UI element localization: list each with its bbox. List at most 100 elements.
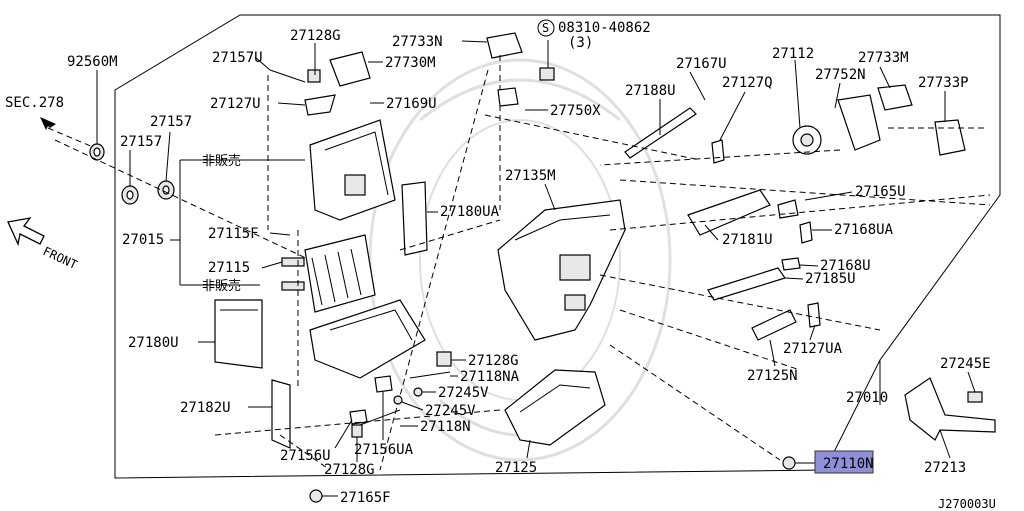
label-27165U[interactable]: 27165U	[855, 184, 906, 200]
special-part-label[interactable]: S 08310-40862 (3)	[537, 19, 651, 51]
label-27245V-b[interactable]: 27245V	[425, 403, 476, 419]
link-27127UA[interactable]	[807, 302, 821, 328]
drawing-code: J270003U	[938, 497, 996, 511]
clip-27128G-bot[interactable]	[351, 424, 363, 438]
assembly-frame	[114, 14, 1001, 479]
rod-27118NA[interactable]	[409, 371, 451, 379]
label-27168UA[interactable]: 27168UA	[834, 222, 894, 238]
label-27127U[interactable]: 27127U	[210, 96, 261, 112]
label-27128G-bot[interactable]: 27128G	[324, 462, 375, 478]
label-27127Q[interactable]: 27127Q	[722, 75, 773, 91]
actuator-27733M[interactable]	[877, 84, 913, 111]
label-27112[interactable]: 27112	[772, 46, 814, 62]
not-for-sale-label-2: 非販売	[202, 278, 241, 294]
label-27188U[interactable]: 27188U	[625, 83, 676, 99]
label-27118N[interactable]: 27118N	[420, 419, 471, 435]
label-27128G-mid[interactable]: 27128G	[468, 353, 519, 369]
assembly-dashlines	[214, 114, 991, 471]
label-92560M[interactable]: 92560M	[67, 54, 118, 70]
lower-heater-case[interactable]	[309, 299, 426, 379]
duct-27213[interactable]	[904, 377, 996, 441]
label-27733N[interactable]: 27733N	[392, 34, 443, 50]
label-27167U[interactable]: 27167U	[676, 56, 727, 72]
not-for-sale-label-1: 非販売	[202, 153, 241, 169]
label-27156U[interactable]: 27156U	[280, 448, 331, 464]
screw-27245E-icon	[967, 391, 983, 403]
label-27752N[interactable]: 27752N	[815, 67, 866, 83]
label-27185U[interactable]: 27185U	[805, 271, 856, 287]
label-27157U[interactable]: 27157U	[212, 50, 263, 66]
label-27157[interactable]: 27157	[150, 114, 192, 130]
filter-27182U[interactable]	[271, 379, 291, 449]
ring-27157-icon	[121, 185, 139, 205]
label-27180U[interactable]: 27180U	[128, 335, 179, 351]
label-27135M[interactable]: 27135M	[505, 168, 556, 184]
leader-lines	[170, 40, 976, 497]
label-27733M[interactable]: 27733M	[858, 50, 909, 66]
label-27182U[interactable]: 27182U	[180, 400, 231, 416]
clip-27165F[interactable]	[309, 489, 323, 503]
label-27157b[interactable]: 27157	[120, 134, 162, 150]
lower-case-27125[interactable]	[504, 369, 606, 446]
lever-27165U[interactable]	[777, 199, 799, 219]
clip-27128G-mid[interactable]	[436, 351, 452, 367]
label-27750X[interactable]: 27750X	[550, 103, 601, 119]
actuator-27733P[interactable]	[934, 119, 966, 156]
label-27213[interactable]: 27213	[924, 460, 966, 476]
bolt-08310-icon	[539, 40, 555, 81]
special-qty: (3)	[568, 35, 593, 51]
clip-27245V-a[interactable]	[413, 387, 423, 397]
label-27730M[interactable]: 27730M	[385, 55, 436, 71]
special-prefix: S	[542, 21, 549, 35]
main-case-27135M[interactable]	[497, 199, 626, 341]
label-27245V-a[interactable]: 27245V	[438, 385, 489, 401]
heater-core-27115[interactable]	[281, 234, 376, 313]
label-27168U[interactable]: 27168U	[820, 258, 871, 274]
label-27181U[interactable]: 27181U	[722, 232, 773, 248]
motor-27112[interactable]	[792, 59, 822, 155]
sec-ref-label[interactable]: SEC.278	[5, 95, 64, 111]
label-27015[interactable]: 27015	[122, 232, 164, 248]
door-27181U[interactable]	[687, 189, 771, 236]
front-arrow-icon	[7, 217, 45, 247]
label-27165F[interactable]: 27165F	[340, 490, 391, 506]
actuator-27733N[interactable]	[486, 32, 523, 59]
filter-27180UA[interactable]	[401, 181, 428, 256]
clip-27245V-b[interactable]	[393, 395, 403, 405]
sec-ref-arrow-icon	[40, 117, 56, 130]
clip-27168U[interactable]	[781, 257, 801, 271]
ring-27157b-icon	[157, 180, 175, 200]
label-27180UA[interactable]: 27180UA	[440, 204, 500, 220]
link-27127Q[interactable]	[711, 139, 725, 164]
highlight-box-27110N[interactable]	[814, 450, 874, 474]
clip-27110N[interactable]	[782, 456, 796, 470]
label-27010[interactable]: 27010	[846, 390, 888, 406]
actuator-27730M[interactable]	[269, 51, 371, 87]
label-27245E[interactable]: 27245E	[940, 356, 991, 372]
label-27169U[interactable]: 27169U	[386, 96, 437, 112]
label-27156UA[interactable]: 27156UA	[354, 442, 414, 458]
label-27115F[interactable]: 27115F	[208, 226, 259, 242]
label-27733P[interactable]: 27733P	[918, 75, 969, 91]
label-27125N[interactable]: 27125N	[747, 368, 798, 384]
bracket-27750X[interactable]	[497, 87, 519, 107]
label-27110N[interactable]: 27110N	[823, 456, 874, 472]
upper-heater-case[interactable]	[309, 119, 396, 221]
label-27118NA[interactable]: 27118NA	[460, 369, 520, 385]
special-code: 08310-40862	[558, 20, 651, 36]
lever-27168UA[interactable]	[799, 221, 813, 244]
label-27125[interactable]: 27125	[495, 460, 537, 476]
bracket-27752N[interactable]	[837, 94, 881, 151]
link-27127U[interactable]	[304, 94, 336, 116]
label-27128G-top[interactable]: 27128G	[290, 28, 341, 44]
label-27115[interactable]: 27115	[208, 260, 250, 276]
filter-27180U[interactable]	[214, 299, 263, 369]
lever-27156UA[interactable]	[374, 375, 393, 393]
plate-27185U[interactable]	[707, 267, 786, 301]
part-labels: 92560M 27157U 27128G 27733N 27730M 27167…	[67, 28, 991, 506]
front-label: FRONT	[41, 244, 80, 272]
label-27127UA[interactable]: 27127UA	[783, 341, 843, 357]
plate-27125N[interactable]	[751, 309, 797, 341]
